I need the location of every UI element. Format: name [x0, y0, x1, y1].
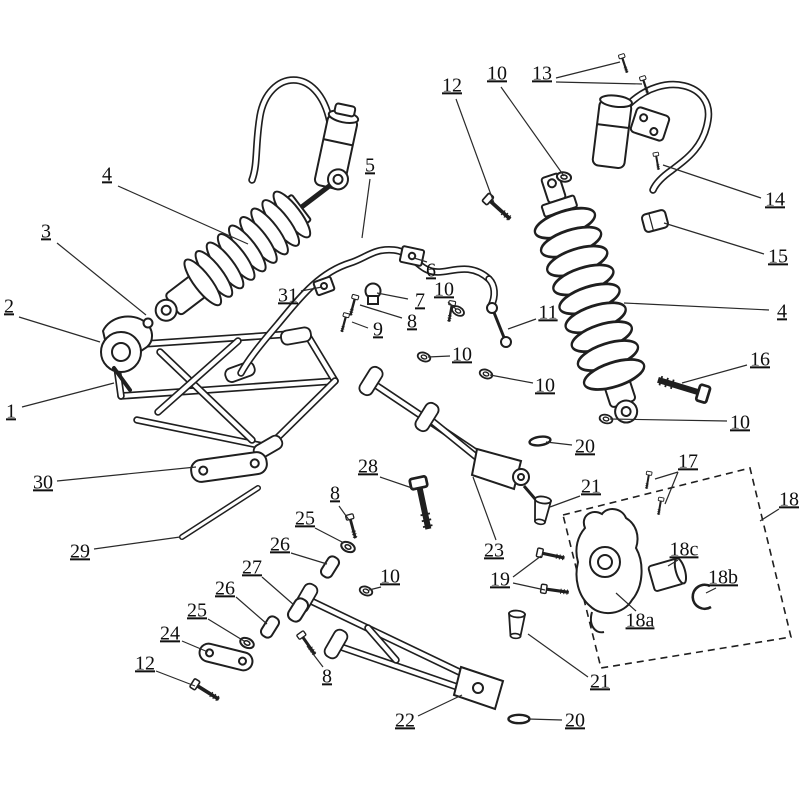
- leader-line: [759, 508, 780, 522]
- leader-line: [705, 587, 717, 594]
- tie-rod-29: [179, 485, 261, 540]
- leader-line: [361, 178, 371, 239]
- leader-line: [455, 98, 495, 204]
- leader-line: [549, 495, 581, 508]
- bolt-8: [294, 629, 320, 659]
- leader-line: [117, 185, 249, 245]
- bolt-12: [187, 676, 224, 706]
- bolt-12: [480, 191, 516, 225]
- frame: [110, 325, 339, 462]
- leader-line: [338, 505, 350, 521]
- leader-line: [18, 316, 101, 343]
- leader-line: [314, 527, 345, 544]
- leader-line: [545, 441, 573, 446]
- spacer-27: [286, 597, 310, 623]
- leader-line: [93, 536, 181, 550]
- leader-line: [207, 618, 245, 642]
- leader-line: [512, 555, 542, 578]
- lower-arm-hardware: [187, 512, 375, 706]
- leader-line: [379, 476, 416, 490]
- dashed-boundary: [562, 467, 792, 669]
- washer-10: [357, 583, 375, 599]
- bolt-28: [409, 476, 436, 531]
- leader-line: [615, 592, 637, 612]
- leader-line: [368, 586, 382, 591]
- knuckle-assembly: [562, 467, 792, 669]
- leader-line: [359, 304, 403, 319]
- leader-line: [155, 670, 196, 687]
- link-plate-30: [190, 451, 268, 483]
- leader-line: [681, 364, 748, 384]
- leader-line: [351, 321, 369, 329]
- leader-line: [447, 301, 457, 310]
- leader-line: [555, 81, 643, 85]
- leader-line: [181, 640, 209, 653]
- lower-a-arm: [291, 580, 505, 711]
- screw-17: [654, 496, 666, 517]
- spacer-26: [319, 555, 341, 579]
- bushing-18c: [647, 557, 688, 592]
- bracket-6: [398, 245, 426, 267]
- left-reservoir: [313, 102, 360, 191]
- leader-line: [56, 242, 147, 316]
- leader-lines: [18, 61, 780, 721]
- oring-20: [507, 713, 531, 725]
- leader-line: [413, 257, 428, 263]
- upper-mount-bracket: [629, 106, 671, 142]
- leader-line: [663, 222, 765, 255]
- leader-line: [527, 718, 563, 721]
- leader-line: [376, 292, 409, 300]
- upper-a-arm: [356, 299, 538, 501]
- screw-13: [617, 52, 632, 75]
- bushing-15: [640, 209, 670, 233]
- bolt-8: [345, 293, 361, 318]
- washer-25: [237, 634, 257, 652]
- leader-line: [623, 302, 770, 311]
- bolt-16: [656, 372, 711, 403]
- leader-line: [664, 471, 679, 505]
- leader-line: [662, 164, 762, 199]
- sway-bar-link-11: [486, 302, 512, 348]
- circlip-18b: [691, 583, 712, 611]
- leader-line: [609, 418, 728, 422]
- leader-line: [527, 633, 589, 678]
- right-shock-absorber: [529, 80, 713, 424]
- screw-17: [642, 470, 654, 491]
- leader-line: [555, 61, 621, 79]
- ball-joint-boot-21: [506, 609, 527, 640]
- knuckle-18a: [575, 508, 643, 634]
- leader-line: [654, 471, 679, 480]
- bolt-9: [337, 311, 351, 334]
- clamp-7: [364, 282, 382, 305]
- leader-line: [512, 582, 546, 591]
- leader-line: [261, 576, 295, 606]
- oring-20: [527, 434, 553, 448]
- spacer-26: [259, 615, 281, 639]
- leader-line: [306, 645, 324, 668]
- leader-line: [472, 476, 497, 541]
- screw-19: [534, 546, 567, 564]
- leader-line: [500, 86, 565, 177]
- right-reservoir: [591, 94, 633, 170]
- left-shock-absorber: [154, 76, 360, 322]
- left-knuckle: [100, 315, 154, 392]
- leader-line: [235, 596, 268, 625]
- leader-line: [489, 374, 534, 384]
- washer-10: [477, 366, 495, 382]
- leader-line: [427, 355, 451, 358]
- screw-14: [651, 151, 663, 172]
- leader-line: [56, 466, 197, 482]
- plate-24: [198, 642, 254, 672]
- ball-joint-boot-21: [530, 494, 553, 527]
- leader-line: [507, 318, 537, 330]
- leader-line: [290, 552, 328, 565]
- leader-line: [21, 382, 115, 408]
- leader-line: [300, 286, 323, 292]
- leader-line: [667, 559, 679, 567]
- leader-line: [417, 694, 463, 717]
